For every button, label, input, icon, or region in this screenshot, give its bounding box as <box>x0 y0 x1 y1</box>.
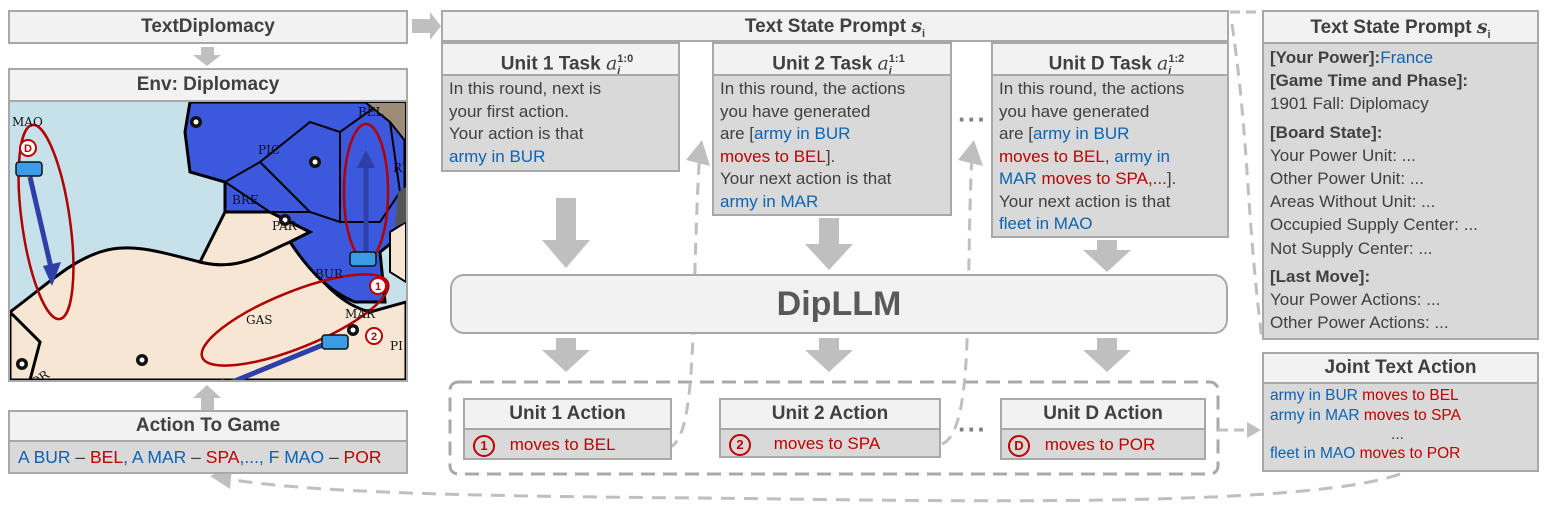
feedback-curve-1 <box>667 149 702 450</box>
ellipsis-tasks: ··· <box>958 104 987 134</box>
unit1-task-panel: Unit 1 Task a1:0i In this round, next is… <box>441 42 680 172</box>
unitd-task-panel: Unit D Task a1:2i In this round, the act… <box>991 42 1229 238</box>
map-label-pic: PIC <box>258 143 280 157</box>
map-label-mar: MAR <box>345 307 376 321</box>
action-to-game-text: A BUR – BEL, A MAR – SPA,..., F MAO – PO… <box>18 447 382 467</box>
prompt-right-panel: Text State Prompt si [Your Power]:France… <box>1262 10 1539 340</box>
return-curve <box>221 472 1401 503</box>
joint-action-title: Joint Text Action <box>1262 352 1539 384</box>
dipllm-box: DipLLM <box>450 274 1228 334</box>
arrow-down-4 <box>542 338 590 372</box>
marker-d-icon: D <box>1008 435 1030 457</box>
marker-2-icon: 2 <box>729 434 751 456</box>
env-panel: Env: Diplomacy <box>8 68 408 382</box>
unit1-task-title: Unit 1 Task a1:0i <box>441 42 680 77</box>
unitd-task-title: Unit D Task a1:2i <box>991 42 1229 77</box>
feedback-curve-1-head <box>686 140 710 166</box>
actions-dashed-frame <box>448 380 1220 476</box>
map-label-ru: RU <box>393 161 406 175</box>
action-to-game-panel: Action To Game A BUR – BEL, A MAR – SPA,… <box>8 410 408 474</box>
unitd-action-panel: Unit D Action D moves to POR <box>1000 398 1206 460</box>
marker-1: 1 <box>375 281 381 293</box>
unit1-action-panel: Unit 1 Action 1 moves to BEL <box>463 398 672 460</box>
action-to-game-title: Action To Game <box>8 410 408 442</box>
map-label-bur: BUR <box>315 267 344 281</box>
ellipsis-actions: ··· <box>958 414 987 444</box>
env-title: Env: Diplomacy <box>8 68 408 102</box>
arrow-down-small <box>193 47 221 66</box>
arrow-right-gray <box>412 12 441 40</box>
map-label-pi: PI <box>390 339 403 353</box>
arrow-down-3 <box>1083 240 1131 272</box>
diplomacy-map: MAO BEL PIC BRE PAR BUR RU GAS MAR PI PO… <box>10 102 406 380</box>
marker-2: 2 <box>371 331 377 343</box>
joint-action-panel: Joint Text Action army in BUR moves to B… <box>1262 352 1539 472</box>
prompt-right-title: Text State Prompt si <box>1262 10 1539 44</box>
textdiplomacy-title: TextDiplomacy <box>141 16 275 37</box>
map-label-bel: BEL <box>358 105 384 119</box>
unit2-task-title: Unit 2 Task a1:1i <box>712 42 952 77</box>
arrow-down-5 <box>805 338 853 372</box>
map-label-gas: GAS <box>246 313 272 327</box>
unit2-task-panel: Unit 2 Task a1:1i In this round, the act… <box>712 42 952 216</box>
arrow-down-2 <box>805 218 853 270</box>
arrow-up-small <box>193 385 221 410</box>
prompt-link-diag <box>1230 23 1264 341</box>
marker-1-icon: 1 <box>473 435 495 457</box>
unit2-action-panel: Unit 2 Action 2 moves to SPA <box>719 398 941 458</box>
feedback-curve-2 <box>941 151 974 446</box>
map-label-par: PAR <box>272 219 298 233</box>
arrow-down-6 <box>1083 338 1131 372</box>
marker-d: D <box>24 143 32 155</box>
map-label-bre: BRE <box>232 193 259 207</box>
feedback-curve-2-head <box>958 140 983 166</box>
map-label-mao: MAO <box>12 115 43 129</box>
arrow-down-1 <box>542 198 590 268</box>
prompt-center-title: Text State Prompt si <box>441 10 1229 42</box>
textdiplomacy-box: TextDiplomacy <box>8 10 408 44</box>
